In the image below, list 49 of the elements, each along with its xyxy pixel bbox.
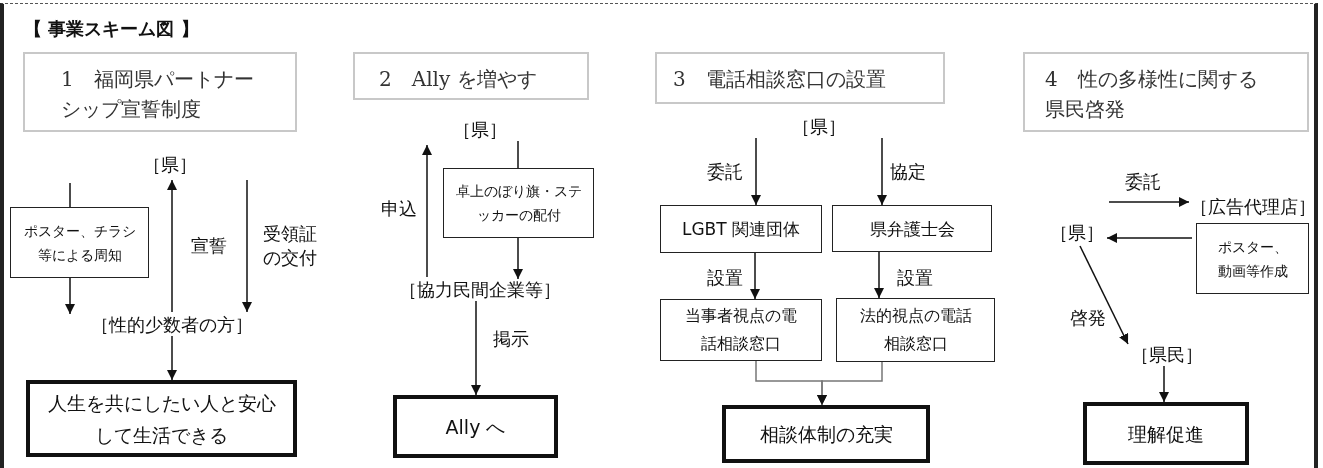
arrow xyxy=(471,300,481,396)
process-box: 当事者視点の電話相談窓口 xyxy=(660,299,822,361)
actor-label: ［県民］ xyxy=(1130,344,1204,366)
process-box: 卓上のぼり旗・ステッカーの配付 xyxy=(443,168,594,238)
edge-label: 委託 xyxy=(1124,170,1162,194)
actor-label: ［県］ xyxy=(1049,222,1105,244)
section-heading-box: 3 電話相談窓口の設置 xyxy=(655,52,945,104)
actor-label: ［協力民間企業等］ xyxy=(398,279,562,301)
arrow xyxy=(167,179,177,313)
arrow xyxy=(751,137,761,206)
section-heading-box: 2 Ally を増やす xyxy=(353,52,589,100)
edge-label: 掲示 xyxy=(492,327,530,351)
title: 【 事業スキーム図 】 xyxy=(24,17,199,41)
arrow xyxy=(874,251,884,299)
edge-label: 委託 xyxy=(706,160,744,184)
arrow xyxy=(242,179,252,313)
edge-label: 受領証の交付 xyxy=(262,222,320,270)
process-box: ポスター、チラシ等による周知 xyxy=(10,207,149,278)
arrow xyxy=(877,137,887,206)
arrow xyxy=(422,144,432,278)
arrow xyxy=(817,361,883,406)
process-box: ポスター、動画等作成 xyxy=(1196,223,1309,294)
process-box: 県弁護士会 xyxy=(832,205,992,252)
edge-label: 宣誓 xyxy=(190,234,228,258)
arrow xyxy=(1106,233,1193,243)
edge-label: 協定 xyxy=(889,160,927,184)
outcome-box: Ally へ xyxy=(393,395,558,458)
outcome-box: 理解促進 xyxy=(1083,402,1249,465)
actor-label: ［性的少数者の方］ xyxy=(90,314,254,336)
outcome-box: 相談体制の充実 xyxy=(722,405,930,463)
section-heading-box: 4 性の多様性に関する県民啓発 xyxy=(1023,52,1309,132)
arrow xyxy=(1079,245,1129,345)
arrow xyxy=(750,252,760,300)
actor-label: ［県］ xyxy=(451,119,529,141)
arrow xyxy=(1159,365,1169,403)
actor-label: ［県］ xyxy=(726,116,912,138)
edge-label: 啓発 xyxy=(1069,306,1107,330)
process-box: LGBT 関連団体 xyxy=(660,205,822,253)
outcome-box: 人生を共にしたい人と安心して生活できる xyxy=(26,380,297,457)
edge-label: 設置 xyxy=(706,266,744,290)
process-box: 法的視点の電話相談窓口 xyxy=(836,298,995,362)
arrow xyxy=(167,335,177,381)
arrow xyxy=(65,277,75,315)
edge-label: 設置 xyxy=(896,266,934,290)
arrow xyxy=(513,237,523,280)
actor-label: ［県］ xyxy=(142,154,198,176)
arrow xyxy=(1108,197,1190,207)
actor-label: ［広告代理店］ xyxy=(1189,196,1317,218)
section-heading-box: 1 福岡県パートナーシップ宣誓制度 xyxy=(23,52,297,132)
